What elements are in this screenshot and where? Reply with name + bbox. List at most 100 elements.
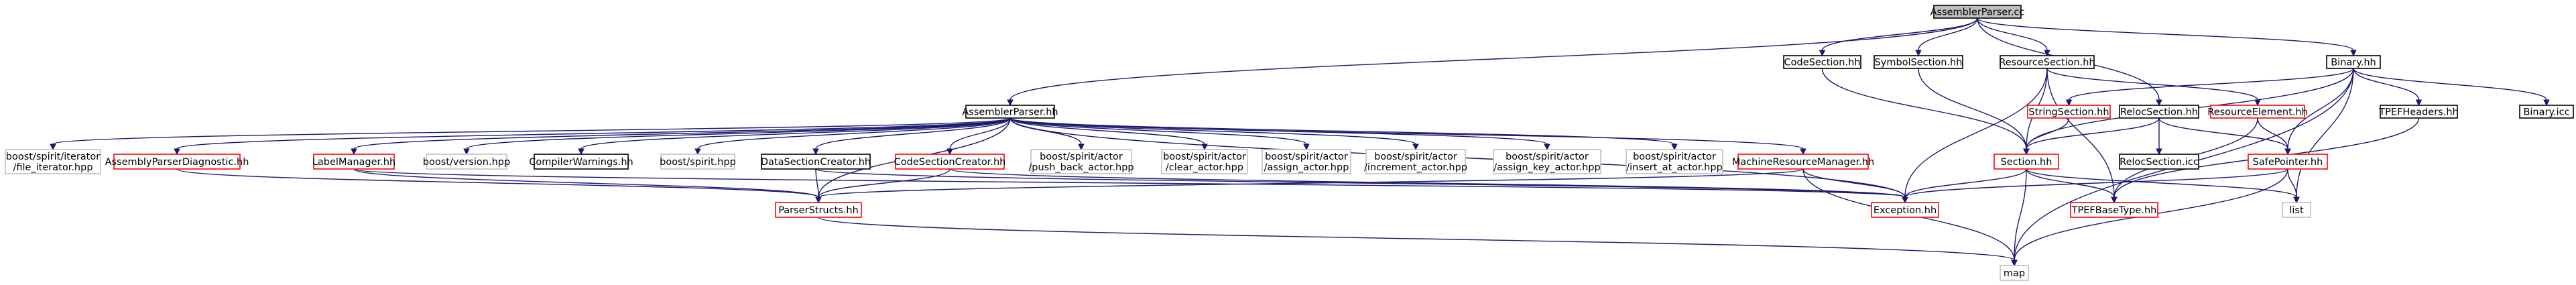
node-box bbox=[2248, 154, 2328, 170]
edge-assemblerparser-hh-to-file-iterator bbox=[50, 117, 1011, 151]
node-resourcesection-hh[interactable]: ResourceSection.hh bbox=[1999, 55, 2095, 69]
node-box bbox=[1262, 149, 1351, 174]
node-assemblyparserdiagnostic-hh[interactable]: AssemblyParserDiagnostic.hh bbox=[105, 154, 249, 170]
node-binary-hh[interactable]: Binary.hh bbox=[2326, 55, 2381, 69]
edge-section-hh-to-list bbox=[2026, 168, 2300, 204]
edge-parserstructs-hh-to-map bbox=[818, 217, 2018, 267]
node-box bbox=[1493, 149, 1601, 174]
node-relocsection-icc[interactable]: RelocSection.icc bbox=[2119, 154, 2199, 170]
node-box bbox=[895, 154, 1005, 170]
edge-binary-hh-to-stringsection-hh bbox=[2065, 68, 2354, 107]
node-resourceelement-hh[interactable]: ResourceElement.hh bbox=[2207, 105, 2308, 119]
node-label: boost/spirit/actor bbox=[1265, 152, 1348, 162]
node-label: AssemblyParserDiagnostic.hh bbox=[105, 157, 249, 168]
node-relocsection-hh[interactable]: RelocSection.hh bbox=[2119, 105, 2199, 119]
node-parserstructs-hh[interactable]: ParserStructs.hh bbox=[775, 202, 862, 218]
node-label: AssemblerParser.cc bbox=[1930, 7, 2025, 18]
node-machineresourcemanager-hh[interactable]: MachineResourceManager.hh bbox=[1732, 154, 1874, 170]
node-box bbox=[313, 154, 395, 170]
node-safepointer-hh[interactable]: SafePointer.hh bbox=[2248, 154, 2328, 170]
edge-relocsection-hh-to-safepointer-hh bbox=[2158, 117, 2291, 156]
edge-assemblerparser-hh-to-boost-spirit bbox=[694, 117, 1011, 156]
node-clear-actor: boost/spirit/actor/clear_actor.hpp bbox=[1161, 149, 1248, 174]
node-codesection-hh[interactable]: CodeSection.hh bbox=[1783, 55, 1861, 69]
edge-assemblyparserdiagnostic-hh-to-parserstructs-hh bbox=[176, 168, 822, 204]
node-label: /increment_actor.hpp bbox=[1364, 162, 1467, 173]
edge-codesection-hh-to-section-hh bbox=[1821, 68, 2030, 156]
edge-relocsection-hh-to-relocsection-icc bbox=[2156, 117, 2162, 156]
node-box bbox=[1994, 154, 2059, 170]
node-label: Exception.hh bbox=[1874, 205, 1937, 216]
node-label: /assign_key_actor.hpp bbox=[1493, 162, 1600, 173]
node-stringsection-hh[interactable]: StringSection.hh bbox=[2027, 105, 2111, 119]
node-label: /insert_at_actor.hpp bbox=[1626, 162, 1723, 173]
node-label: MachineResourceManager.hh bbox=[1732, 157, 1874, 168]
edge-assemblerparser-hh-to-datasectioncreator-hh bbox=[812, 117, 1011, 156]
edge-relocsection-hh-to-section-hh bbox=[2023, 117, 2160, 156]
node-label: /clear_actor.hpp bbox=[1166, 162, 1243, 173]
node-tpefbasetype-hh[interactable]: TPEFBaseType.hh bbox=[2070, 202, 2158, 218]
edge-resourcesection-hh-to-resourceelement-hh bbox=[2046, 68, 2261, 107]
node-assemblerparser-cc[interactable]: AssemblerParser.cc bbox=[1930, 5, 2025, 19]
edge-binary-hh-to-list bbox=[2293, 68, 2354, 204]
node-box bbox=[1783, 55, 1861, 69]
edge-assemblerparser-cc-to-symbolsection-hh bbox=[1915, 17, 1978, 57]
node-box bbox=[2000, 265, 2029, 281]
edge-section-hh-to-exception-hh bbox=[1902, 168, 2027, 204]
node-box bbox=[1933, 5, 2022, 19]
node-compilerwarnings-hh[interactable]: CompilerWarnings.hh bbox=[529, 154, 633, 170]
node-assign-actor: boost/spirit/actor/assign_actor.hpp bbox=[1262, 149, 1351, 174]
edge-assemblerparser-hh-to-compilerwarnings-hh bbox=[578, 117, 1011, 156]
node-box bbox=[2119, 105, 2199, 119]
node-box bbox=[1626, 149, 1723, 174]
node-label: ResourceElement.hh bbox=[2207, 107, 2308, 118]
node-box bbox=[2326, 55, 2381, 69]
node-box bbox=[761, 154, 871, 170]
edge-assemblerparser-hh-to-insert-at-actor bbox=[1009, 117, 1678, 151]
node-assign-key-actor: boost/spirit/actor/assign_key_actor.hpp bbox=[1493, 149, 1601, 174]
node-box bbox=[534, 154, 629, 170]
node-section-hh[interactable]: Section.hh bbox=[1994, 154, 2059, 170]
edges-layer bbox=[50, 17, 2550, 267]
node-label: boost/version.hpp bbox=[423, 157, 510, 168]
edge-machineresourcemanager-hh-to-parserstructs-hh bbox=[815, 168, 1804, 204]
node-exception-hh[interactable]: Exception.hh bbox=[1871, 202, 1939, 218]
edge-assemblerparser-cc-to-resourcesection-hh bbox=[1977, 17, 2050, 57]
edge-assemblerparser-cc-to-codesection-hh bbox=[1819, 17, 1978, 57]
node-label: boost/spirit/actor bbox=[1374, 152, 1457, 162]
node-label: boost/spirit/iterator bbox=[6, 152, 100, 162]
node-box bbox=[775, 202, 862, 218]
node-datasectioncreator-hh[interactable]: DataSectionCreator.hh bbox=[761, 154, 871, 170]
node-assemblerparser-hh[interactable]: AssemblerParser.hh bbox=[962, 105, 1058, 119]
edge-assemblerparser-hh-to-increment-actor bbox=[1009, 117, 1419, 151]
node-label: boost/spirit.hpp bbox=[660, 157, 736, 168]
node-boost-spirit: boost/spirit.hpp bbox=[660, 154, 736, 170]
node-label: Binary.hh bbox=[2331, 58, 2376, 68]
edge-assemblerparser-hh-to-assemblyparserdiagnostic-hh bbox=[174, 117, 1011, 156]
node-codesectioncreator-hh[interactable]: CodeSectionCreator.hh bbox=[894, 154, 1006, 170]
node-label: CompilerWarnings.hh bbox=[529, 157, 633, 168]
node-label: TPEFHeaders.hh bbox=[2378, 107, 2458, 118]
edge-binary-hh-to-tpefheaders-hh bbox=[2353, 68, 2422, 107]
node-box bbox=[2070, 202, 2158, 218]
node-label: AssemblerParser.hh bbox=[962, 107, 1058, 118]
node-label: /push_back_actor.hpp bbox=[1028, 162, 1133, 173]
node-tpefheaders-hh[interactable]: TPEFHeaders.hh bbox=[2378, 105, 2459, 119]
node-box bbox=[660, 154, 735, 170]
node-label: /assign_actor.hpp bbox=[1264, 162, 1349, 173]
node-box bbox=[2119, 154, 2199, 170]
edge-assemblerparser-cc-to-binary-hh bbox=[1977, 17, 2357, 57]
node-push-back-actor: boost/spirit/actor/push_back_actor.hpp bbox=[1028, 149, 1134, 174]
node-box bbox=[1161, 149, 1248, 174]
edge-assemblerparser-hh-to-machineresourcemanager-hh bbox=[1009, 117, 1806, 156]
node-label: SafePointer.hh bbox=[2253, 157, 2323, 168]
node-binary-icc[interactable]: Binary.icc bbox=[2519, 105, 2574, 119]
edge-codesectioncreator-hh-to-parserstructs-hh bbox=[815, 168, 950, 204]
node-label: DataSectionCreator.hh bbox=[761, 157, 871, 168]
node-labelmanager-hh[interactable]: LabelManager.hh bbox=[312, 154, 395, 170]
node-boost-version: boost/version.hpp bbox=[423, 154, 510, 170]
node-symbolsection-hh[interactable]: SymbolSection.hh bbox=[1874, 55, 1963, 69]
node-label: /file_iterator.hpp bbox=[13, 162, 93, 173]
node-box bbox=[5, 149, 101, 174]
